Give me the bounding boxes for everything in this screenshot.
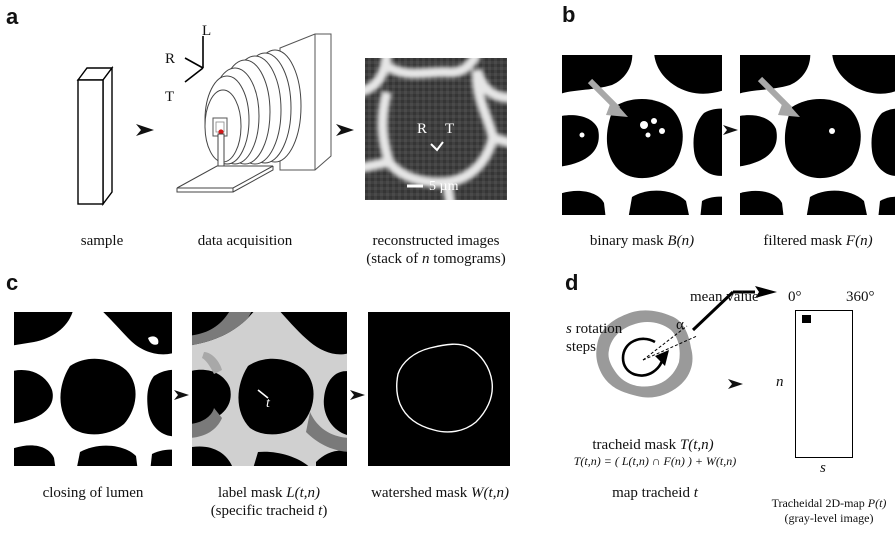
caption-filtered-mask: filtered mask F(n) [763, 233, 873, 249]
label-t: t [266, 396, 270, 411]
arrow-a1 [136, 124, 154, 136]
caption-binary-mask: binary mask B(n) [589, 233, 695, 249]
axis-label-R: R [165, 51, 176, 67]
arrow-c1 [174, 390, 189, 400]
caption-label-mask-line2: (specific tracheid t) [210, 503, 328, 519]
map-first-pixel [802, 315, 811, 323]
tomogram-label-T: T [445, 121, 455, 137]
alpha-label: α [676, 317, 684, 333]
tracheid-mask-label: tracheid mask T(t,n) [592, 437, 714, 453]
caption-reconstructed-line1: reconstructed images [372, 233, 500, 249]
closing-lumen-image [14, 312, 172, 466]
filtered-mask-image [740, 55, 895, 215]
caption-closing-lumen: closing of lumen [42, 485, 144, 501]
axis-label-L: L [202, 23, 212, 39]
mean-value-arrowhead [755, 286, 777, 298]
sample-prism [76, 65, 114, 207]
binary-mask-image [562, 55, 722, 215]
deg-0-label: 0° [788, 289, 802, 305]
caption-reconstructed-line2: (stack of n tomograms) [366, 251, 506, 267]
scale-bar-label: 5 µm [429, 179, 459, 194]
caption-map-tracheid: map tracheid t [612, 485, 698, 501]
map-axis-n: n [776, 374, 784, 390]
caption-label-mask: label mask L(t,n) (specific tracheid t) [186, 484, 352, 520]
axis-label-T: T [165, 89, 175, 105]
caption-reconstructed: reconstructed images (stack of n tomogra… [356, 232, 516, 268]
label-mask-image: t [192, 312, 347, 466]
mean-value-label: mean value [690, 289, 759, 305]
panel-letter-b: b [562, 2, 576, 27]
rotation-steps-line2: steps [566, 339, 596, 355]
tracheidal-2d-map [795, 310, 853, 458]
tracheid-rotation-diagram [596, 290, 755, 398]
tracheid-formula: T(t,n) = ( L(t,n) ∩ F(n) ) + W(t,n) [573, 454, 737, 468]
caption-2d-map-line1: Tracheidal 2D-map P(t) [771, 496, 887, 510]
arrow-b [723, 125, 738, 135]
caption-data-acquisition: data acquisition [197, 233, 293, 249]
arrow-d [728, 379, 743, 389]
caption-2d-map: Tracheidal 2D-map P(t) (gray-level image… [764, 496, 894, 526]
rotation-steps-line1: s rotation [566, 321, 623, 337]
tomogram-image: R T 5 µm [365, 58, 507, 200]
panel-letter-c: c [6, 270, 19, 295]
tomogram-label-R: R [417, 121, 428, 137]
caption-sample: sample [80, 233, 124, 249]
caption-2d-map-line2: (gray-level image) [784, 511, 874, 525]
panel-letter-d: d [565, 270, 579, 295]
rotation-steps-label: s rotation steps [566, 320, 622, 356]
arrow-a2 [336, 124, 354, 136]
caption-label-mask-line1: label mask L(t,n) [217, 485, 321, 501]
caption-watershed-mask: watershed mask W(t,n) [371, 485, 509, 501]
panel-letter-a: a [6, 4, 19, 29]
arrow-c2 [350, 390, 365, 400]
deg-360-label: 360° [846, 289, 875, 305]
map-axis-s: s [820, 460, 826, 476]
watershed-mask-image [368, 312, 510, 466]
acquisition-apparatus [176, 33, 332, 193]
